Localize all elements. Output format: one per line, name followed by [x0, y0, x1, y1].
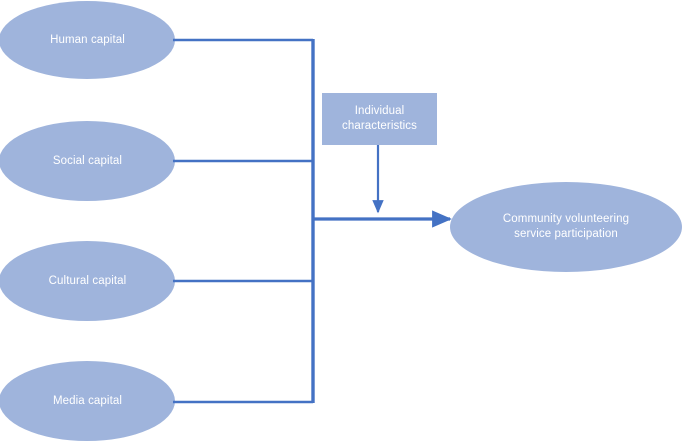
node-individual-characteristics[interactable]	[322, 93, 437, 145]
node-cultural-capital[interactable]	[0, 241, 175, 321]
node-human-capital[interactable]	[0, 1, 175, 79]
node-social-capital[interactable]	[0, 121, 175, 201]
node-community-volunteering-service-participation[interactable]	[450, 182, 682, 272]
node-media-capital[interactable]	[0, 361, 175, 441]
